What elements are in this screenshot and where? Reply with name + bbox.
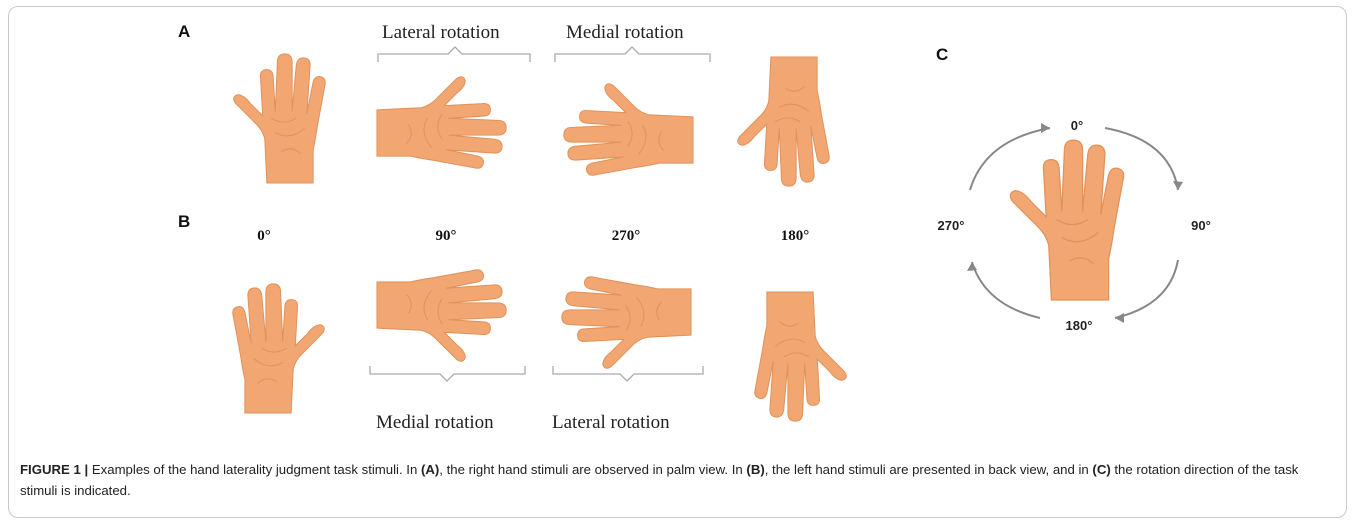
hand-a-270 [564,84,693,176]
hand-a-90 [377,77,506,169]
bracket-b-left [370,366,525,381]
panel-c-label-bottom: 180° [1054,318,1104,333]
hand-a-180 [738,57,830,186]
hand-a-0 [234,54,326,183]
bracket-a-right [555,47,710,62]
hand-b-0 [233,284,325,413]
panel-c-label-top: 0° [1052,118,1102,133]
row-b-left-rotation-label: Medial rotation [376,412,494,434]
caption-ref-b: (B) [746,462,764,477]
panel-c-hand [1010,140,1123,300]
caption-text-3: , the left hand stimuli are presented in… [765,462,1093,477]
bracket-b-right [553,366,703,381]
row-b-right-rotation-label: Lateral rotation [552,412,670,434]
figure-label: FIGURE 1 | [20,462,88,477]
figure-caption: FIGURE 1 | Examples of the hand laterali… [20,459,1338,501]
bracket-a-left [378,47,530,62]
panel-c-label-right: 90° [1176,218,1226,233]
degree-label-270: 270° [596,228,656,245]
row-a-right-rotation-label: Medial rotation [566,22,684,44]
hand-b-90 [377,270,506,362]
degree-label-0: 0° [234,228,294,245]
panel-label-b: B [178,212,190,232]
panel-label-c: C [936,45,948,65]
degree-label-90: 90° [416,228,476,245]
hand-b-180 [755,292,847,421]
degree-label-180: 180° [765,228,825,245]
hand-b-270 [562,277,691,369]
caption-text-1: Examples of the hand laterality judgment… [88,462,421,477]
panel-label-a: A [178,22,190,42]
caption-ref-a: (A) [421,462,439,477]
caption-ref-c: (C) [1092,462,1110,477]
row-a-left-rotation-label: Lateral rotation [382,22,500,44]
caption-text-2: , the right hand stimuli are observed in… [439,462,746,477]
panel-c-label-left: 270° [926,218,976,233]
